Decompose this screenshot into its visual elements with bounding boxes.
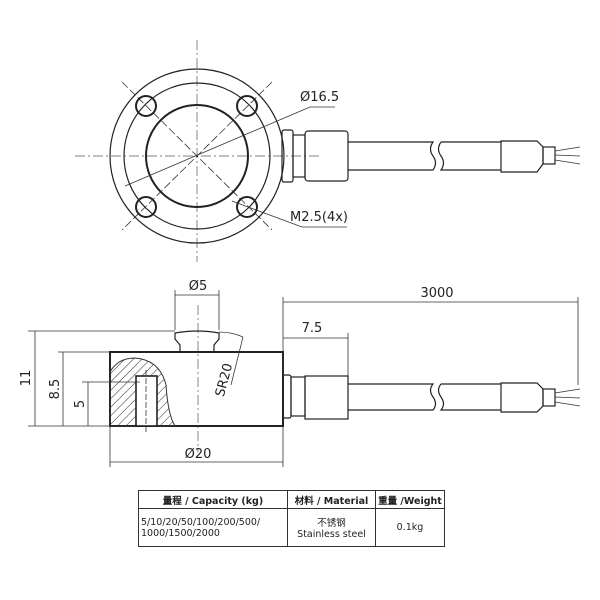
diameter-label: Ø16.5 [300, 90, 339, 105]
top-view: Ø16.5 M2.5(4x) [75, 40, 581, 262]
sphere-radius-label: SR20 [213, 362, 236, 399]
connector-length-label: 7.5 [302, 321, 323, 336]
cable-assembly-top [281, 129, 581, 183]
diameter-leader [124, 106, 335, 187]
bolt-circle [123, 82, 271, 230]
capacity-line-2: 1000/1500/2000 [141, 527, 220, 539]
thread-leader [231, 200, 347, 228]
cable-length-label: 3000 [420, 286, 453, 301]
thread-label: M2.5(4x) [290, 210, 348, 225]
capacity-cell: 5/10/20/50/100/200/500/ 1000/1500/2000 [138, 508, 288, 547]
load-button [174, 330, 220, 353]
body-diameter-label: Ø20 [185, 447, 212, 462]
weight-cell: 0.1kg [375, 508, 445, 547]
outer-flange-circle [109, 68, 285, 244]
diagonal-centerline [121, 81, 273, 231]
dimension-lines [28, 290, 579, 467]
mounting-hole [236, 196, 258, 218]
side-view: Ø5 11 8.5 5 SR20 Ø20 3000 7.5 [19, 279, 581, 467]
spec-table: 量程 / Capacity (kg) 材料 / Material 重量 /Wei… [138, 490, 445, 547]
button-diameter-label: Ø5 [189, 279, 208, 294]
material-cn: 不锈钢 [317, 518, 346, 529]
total-height-label: 11 [19, 370, 34, 387]
mounting-hole [236, 95, 258, 117]
cable-assembly-side [282, 374, 581, 420]
header-weight: 重量 /Weight [375, 490, 445, 509]
thread-depth-label: 5 [73, 400, 88, 408]
capacity-line-1: 5/10/20/50/100/200/500/ [141, 516, 261, 528]
table-header-row: 量程 / Capacity (kg) 材料 / Material 重量 /Wei… [138, 490, 445, 509]
mounting-hole [135, 196, 157, 218]
header-material: 材料 / Material [287, 490, 376, 509]
inner-circle [145, 104, 249, 208]
material-en: Stainless steel [297, 529, 366, 540]
material-cell: 不锈钢 Stainless steel [287, 508, 376, 547]
body-height-label: 8.5 [48, 379, 63, 400]
header-capacity: 量程 / Capacity (kg) [138, 490, 288, 509]
mounting-hole [135, 95, 157, 117]
table-row: 5/10/20/50/100/200/500/ 1000/1500/2000 不… [138, 508, 445, 547]
threaded-hole [135, 375, 158, 427]
